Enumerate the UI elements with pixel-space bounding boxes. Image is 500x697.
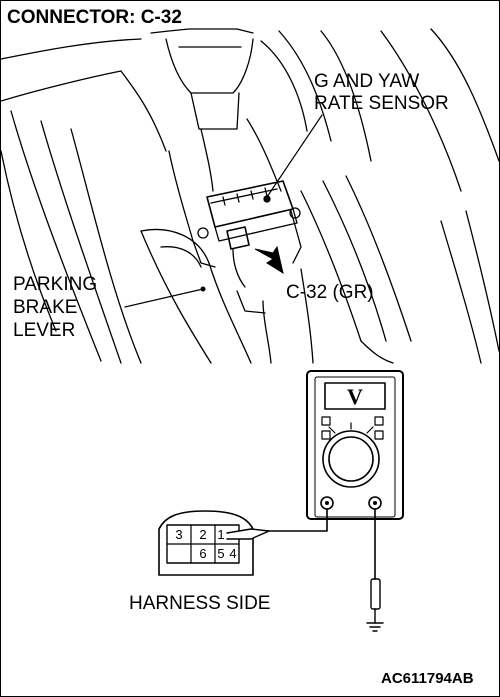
pin-4: 4: [229, 546, 236, 561]
sensor-leader-line: [266, 114, 323, 198]
connector-pointer-arrow: [254, 245, 284, 275]
page-title: CONNECTOR: C-32: [7, 7, 182, 28]
brake-label-line-2: BRAKE: [13, 297, 78, 318]
harness-side-label: HARNESS SIDE: [129, 593, 271, 614]
positive-lead: [268, 508, 328, 532]
pin-3: 3: [175, 527, 182, 542]
brake-label-line-1: PARKING: [13, 274, 98, 295]
pin-2: 2: [199, 527, 206, 542]
ground-probe: [366, 578, 384, 632]
sensor-label: G AND YAW RATE SENSOR: [314, 71, 449, 115]
meter-display-text: V: [347, 384, 363, 409]
harness-connector: [158, 510, 270, 576]
sensor-label-line-2: RATE SENSOR: [314, 93, 449, 114]
multimeter: [306, 370, 404, 520]
brake-leader-dot: [200, 286, 206, 292]
console-illustration: [1, 28, 499, 364]
pin-6: 6: [199, 546, 206, 561]
figure-code: AC611794AB: [381, 670, 474, 687]
brake-label-line-3: LEVER: [13, 320, 76, 341]
parking-brake-label: PARKING BRAKE LEVER: [13, 273, 97, 342]
yaw-rate-sensor-module: [197, 180, 301, 288]
connector-label: C-32 (GR): [286, 282, 374, 303]
pin-5: 5: [217, 546, 224, 561]
pin-1: 1: [217, 527, 224, 542]
sensor-label-line-1: G AND YAW: [314, 71, 420, 92]
brake-leader-line: [124, 288, 204, 308]
